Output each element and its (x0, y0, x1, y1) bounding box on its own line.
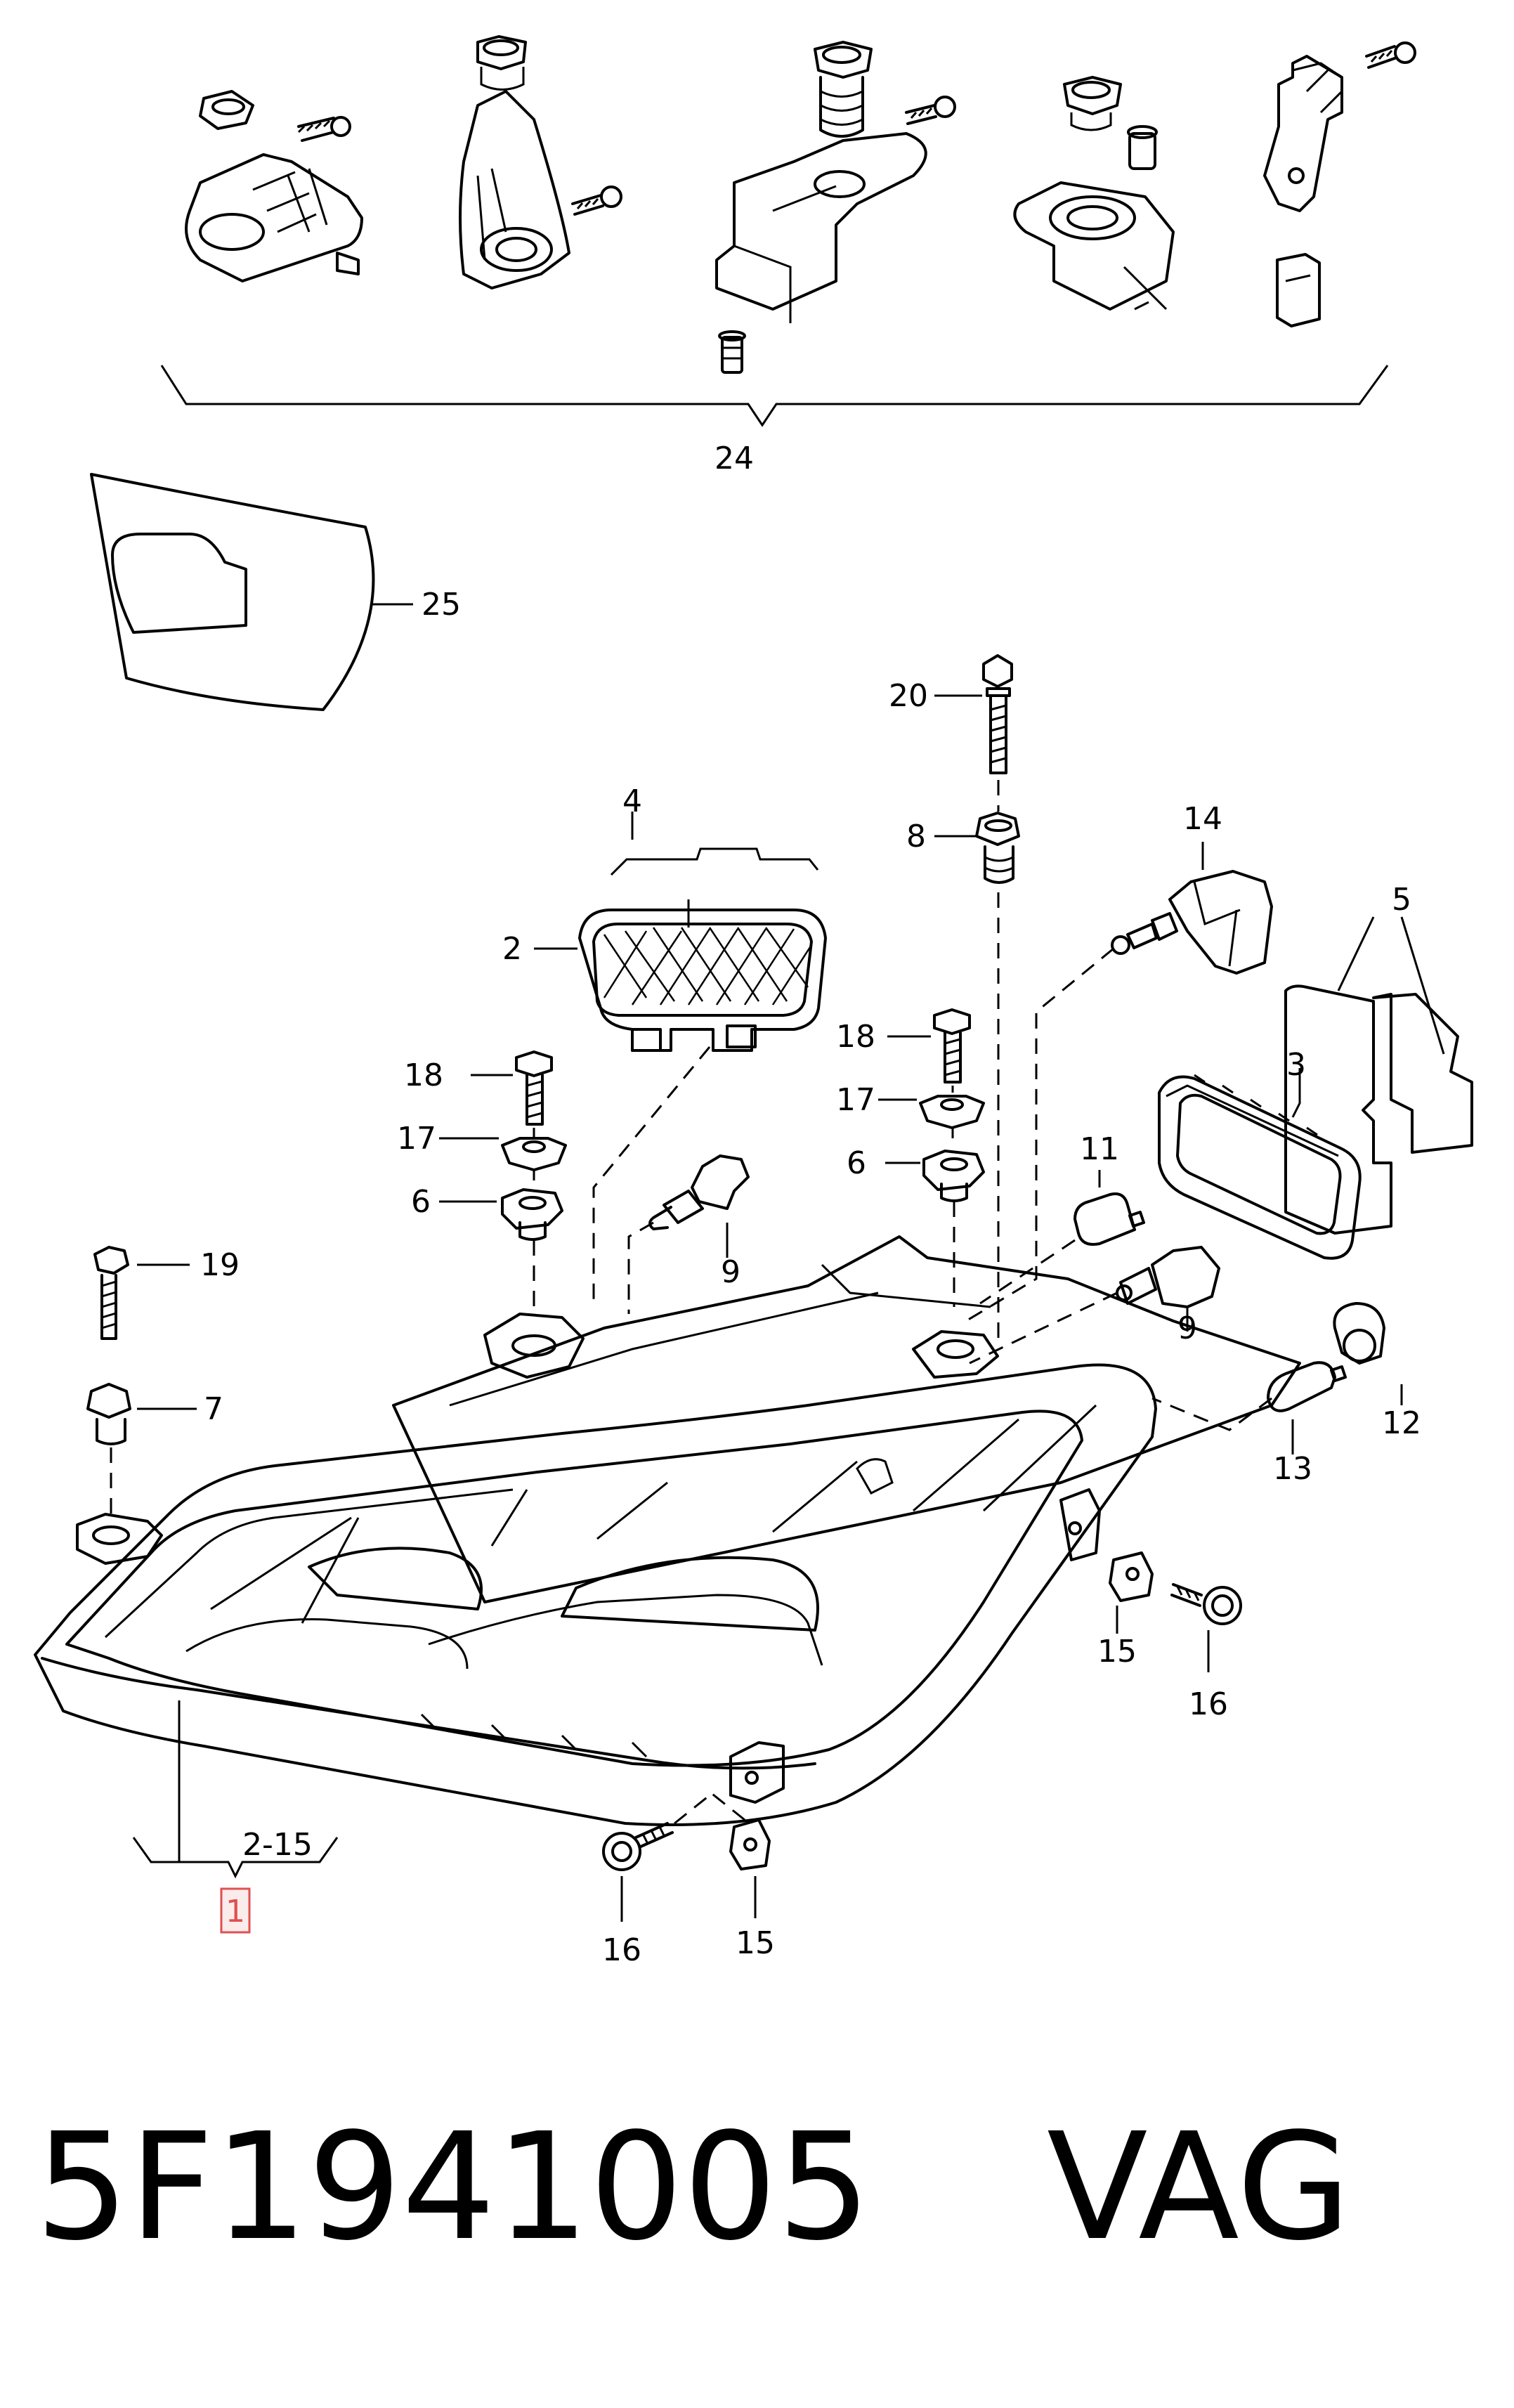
callout-19: 19 (200, 1247, 240, 1283)
callout-25: 25 (422, 587, 461, 623)
callout-11: 11 (1080, 1131, 1119, 1167)
callout-6b: 6 (847, 1145, 866, 1181)
callout-2: 2 (502, 931, 522, 967)
callout-5: 5 (1392, 882, 1411, 918)
callout-6a: 6 (411, 1184, 431, 1220)
bulb-9-left: 9 (627, 1154, 750, 1314)
callout-12: 12 (1382, 1405, 1421, 1441)
brand-name: VAG (1047, 2101, 1351, 2273)
bulb-14: 14 (965, 801, 1273, 1322)
bracket-right (1263, 41, 1416, 327)
part-number: 5F1941005 (35, 2101, 871, 2273)
group-brace (160, 365, 1389, 427)
callout-18a: 18 (404, 1057, 443, 1093)
fastener-stack-right: 18 17 6 (836, 1008, 985, 1307)
screw-16-right: 16 (1170, 1583, 1242, 1722)
callout-7: 7 (204, 1391, 223, 1427)
screw-16-bottom: 16 (602, 1794, 710, 1968)
callout-8: 8 (906, 819, 926, 854)
clip-15-bottom: 15 (709, 1790, 775, 1961)
callout-4: 4 (622, 783, 642, 819)
screw-19: 19 (93, 1246, 240, 1340)
grommet-8: 8 (906, 812, 1020, 1342)
cover-4: 4 (610, 783, 819, 876)
headlight-assembly (34, 1235, 1301, 1826)
socket-12: 12 (1333, 1302, 1421, 1441)
callout-13: 13 (1273, 1451, 1312, 1487)
fastener-stack-left: 18 17 6 (397, 1050, 567, 1310)
callout-14: 14 (1183, 801, 1222, 837)
callout-17b: 17 (836, 1082, 875, 1118)
callout-15a: 15 (1097, 1634, 1137, 1670)
cover-frame-3: 3 (1158, 1047, 1362, 1260)
clip-15-right: 15 (1097, 1551, 1154, 1670)
bulb-9-right: 9 (969, 1246, 1220, 1365)
callout-9a: 9 (721, 1254, 740, 1290)
callout-18b: 18 (836, 1019, 875, 1055)
protective-film: 25 (90, 473, 461, 711)
callout-main: 2-15 1 (132, 1700, 339, 1934)
callout-1: 1 (226, 1894, 245, 1929)
highlight-box (220, 1887, 251, 1934)
screw-20: 20 (889, 654, 1013, 812)
bracket-center-right (1013, 76, 1175, 311)
callout-24: 24 (714, 441, 754, 476)
vent-grille-2: 2 (502, 899, 827, 1307)
callout-17a: 17 (397, 1121, 436, 1157)
callout-16a: 16 (1189, 1686, 1228, 1722)
bracket-left (185, 90, 363, 282)
bulb-13: 13 (1151, 1361, 1347, 1487)
callout-15b: 15 (736, 1925, 775, 1961)
callout-2-15: 2-15 (242, 1827, 313, 1863)
grommet-7: 7 (86, 1383, 223, 1518)
callout-16b: 16 (602, 1932, 641, 1968)
bracket-repair-kit-group: 24 (160, 35, 1416, 476)
callout-20: 20 (889, 678, 928, 714)
bracket-center (715, 41, 956, 374)
bracket-center-left (459, 35, 622, 289)
callout-3: 3 (1286, 1047, 1306, 1083)
cover-5: 5 (1284, 882, 1473, 1235)
